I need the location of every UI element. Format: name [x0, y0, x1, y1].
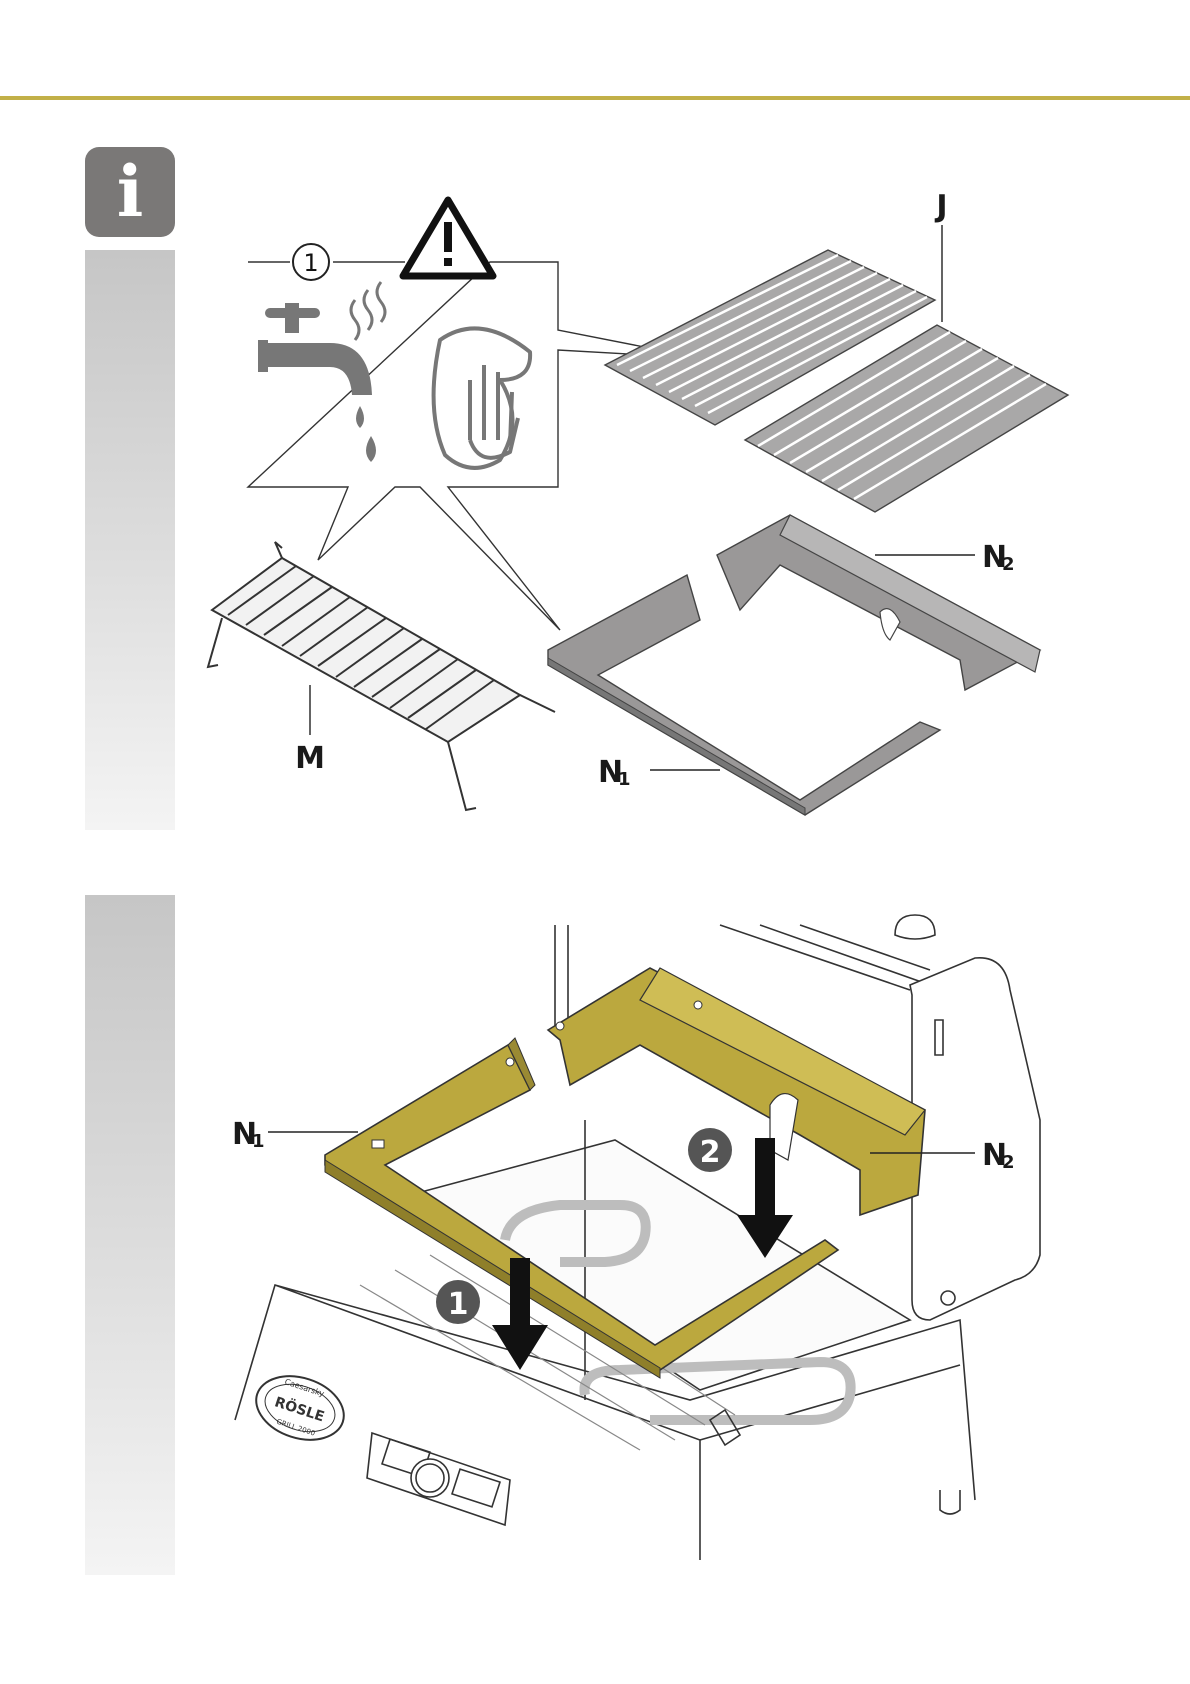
callout-number: 1: [303, 249, 318, 277]
label-N2-bottom-sub: 2: [1002, 1152, 1015, 1173]
step-2-number: 2: [700, 1135, 721, 1170]
warning-triangle-icon: [403, 200, 493, 276]
control-panel: [367, 1433, 510, 1525]
label-N1-top-sub: 1: [618, 769, 631, 790]
cleaning-callout: 1: [248, 200, 700, 630]
label-J: J: [934, 189, 947, 224]
label-M: M: [295, 741, 325, 776]
label-N1-bottom-sub: 1: [252, 1131, 265, 1152]
label-N2-top-sub: 2: [1002, 554, 1015, 575]
brand-badge: Caesarsky RÖSLE GRILL 2000: [248, 1366, 352, 1451]
warming-rack: [208, 542, 555, 810]
steam-icon: [351, 282, 385, 340]
step-1-number: 1: [448, 1287, 469, 1322]
